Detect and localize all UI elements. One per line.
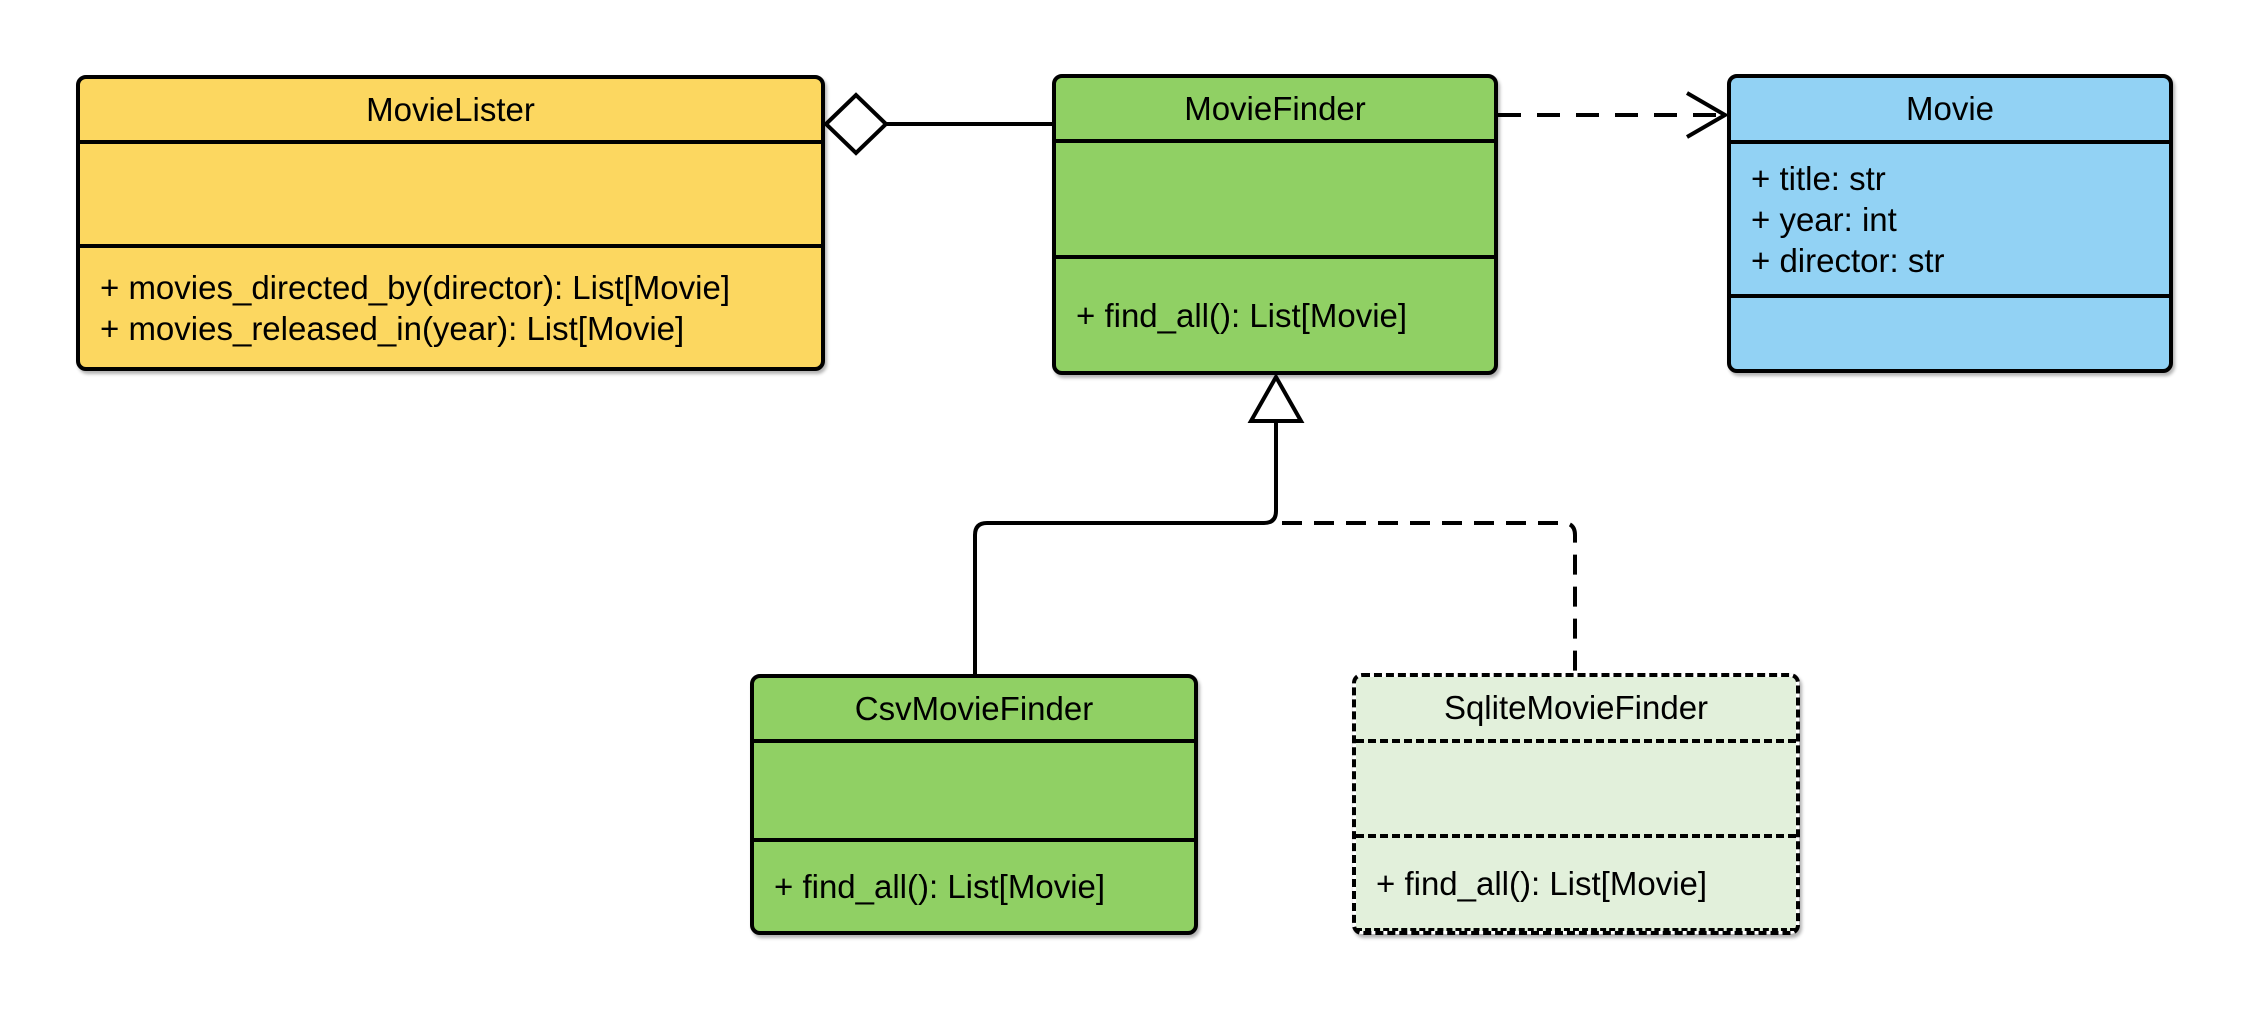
class-box-movie: Movie + title: str + year: int + directo… bbox=[1727, 74, 2173, 373]
class-box-moviefinder: MovieFinder + find_all(): List[Movie] bbox=[1052, 74, 1498, 375]
class-title: MovieFinder bbox=[1056, 78, 1494, 143]
inheritance-triangle-icon bbox=[1247, 372, 1305, 423]
method-label: + find_all(): List[Movie] bbox=[1076, 296, 1408, 334]
attributes-compartment bbox=[754, 743, 1194, 842]
generalization-solid-connector bbox=[973, 372, 1305, 676]
attribute-label: + title: str bbox=[1751, 159, 1886, 197]
aggregation-diamond-icon bbox=[823, 92, 889, 156]
class-title: CsvMovieFinder bbox=[754, 678, 1194, 743]
dependency-arrowhead-icon bbox=[1685, 91, 1729, 139]
attributes-compartment bbox=[1356, 743, 1796, 838]
class-title: SqliteMovieFinder bbox=[1356, 677, 1796, 743]
generalization-dashed-connector bbox=[1282, 521, 1577, 675]
class-box-csvmoviefinder: CsvMovieFinder + find_all(): List[Movie] bbox=[750, 674, 1198, 935]
class-title: Movie bbox=[1731, 78, 2169, 144]
method-label: + movies_directed_by(director): List[Mov… bbox=[100, 268, 730, 306]
method-label: + find_all(): List[Movie] bbox=[774, 868, 1106, 905]
attributes-compartment bbox=[1056, 143, 1494, 259]
attributes-compartment: + title: str + year: int + director: str bbox=[1731, 144, 2169, 298]
aggregation-connector bbox=[823, 92, 1052, 156]
class-box-sqlitemoviefinder: SqliteMovieFinder + find_all(): List[Mov… bbox=[1352, 673, 1800, 935]
methods-compartment: + find_all(): List[Movie] bbox=[1056, 259, 1494, 371]
methods-compartment bbox=[1731, 298, 2169, 369]
class-title: MovieLister bbox=[80, 79, 821, 144]
attributes-compartment bbox=[80, 144, 821, 248]
attribute-label: + year: int bbox=[1751, 200, 1897, 238]
methods-compartment: + movies_directed_by(director): List[Mov… bbox=[80, 248, 821, 367]
class-box-movielister: MovieLister + movies_directed_by(directo… bbox=[76, 75, 825, 371]
dependency-connector bbox=[1498, 91, 1729, 139]
method-label: + movies_released_in(year): List[Movie] bbox=[100, 309, 685, 347]
methods-compartment: + find_all(): List[Movie] bbox=[754, 842, 1194, 931]
methods-compartment: + find_all(): List[Movie] bbox=[1356, 838, 1796, 931]
method-label: + find_all(): List[Movie] bbox=[1376, 864, 1708, 902]
attribute-label: + director: str bbox=[1751, 241, 1945, 279]
